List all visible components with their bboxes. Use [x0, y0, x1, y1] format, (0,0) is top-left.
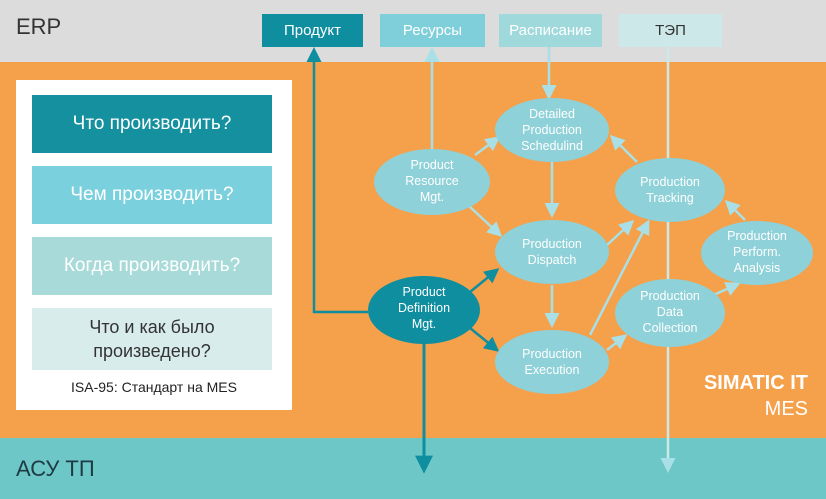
erp-box-tep: ТЭП [619, 14, 722, 47]
node-production-tracking: Production Tracking [615, 158, 725, 222]
question-when: Когда производить? [32, 237, 272, 295]
node-data-collection-line1: Production [640, 289, 700, 303]
node-data-collection-line3: Collection [643, 321, 698, 335]
node-performance-analysis-line2: Perform. [733, 245, 781, 259]
arrow-definition-to-dispatch [469, 268, 500, 293]
question-what-produced: Что и как было произведено? [32, 308, 272, 370]
arrow-tracking-to-scheduling [609, 134, 638, 163]
acs-band [0, 438, 826, 499]
arrow-definition-to-execution [469, 327, 500, 352]
node-production-tracking-line1: Production [640, 175, 700, 189]
node-performance-analysis-line3: Analysis [734, 261, 781, 275]
erp-box-resources: Ресурсы [380, 14, 485, 47]
node-production-dispatch: Production Dispatch [495, 220, 609, 284]
simatic-title: SIMATIC IT [703, 372, 808, 394]
question-with-what: Чем производить? [32, 166, 272, 224]
node-data-collection: Production Data Collection [615, 279, 725, 347]
erp-box-schedule: Расписание [499, 14, 602, 47]
node-production-dispatch-line2: Dispatch [528, 253, 577, 267]
erp-box-product: Продукт [262, 14, 363, 47]
arrow-execution-to-collection [606, 334, 628, 351]
arrow-resource-to-scheduling [474, 136, 501, 157]
node-performance-analysis: Production Perform. Analysis [701, 221, 813, 285]
node-production-tracking-line2: Tracking [646, 191, 694, 205]
node-detailed-scheduling-line2: Production [522, 123, 582, 137]
node-detailed-scheduling-line1: Detailed [529, 107, 575, 121]
node-product-definition: Product Definition Mgt. [368, 276, 480, 344]
node-product-resource-line2: Resource [405, 174, 459, 188]
isa-questions-panel: Что производить? Чем производить? Когда … [16, 80, 292, 410]
node-product-resource-line1: Product [410, 158, 454, 172]
node-production-dispatch-line1: Production [522, 237, 582, 251]
node-performance-analysis-line1: Production [727, 229, 787, 243]
path-product-definition-to-erp [306, 47, 368, 314]
arrow-execution-to-tracking [588, 219, 650, 336]
node-product-definition-line3: Mgt. [412, 317, 436, 331]
arrow-resource-to-dispatch [467, 204, 503, 238]
node-detailed-scheduling-line3: Schedulind [521, 139, 583, 153]
node-product-definition-line1: Product [402, 285, 446, 299]
node-detailed-scheduling: Detailed Production Schedulind [495, 98, 609, 162]
node-production-execution: Production Execution [495, 330, 609, 394]
node-product-resource-line3: Mgt. [420, 190, 444, 204]
isa-caption: ISA-95: Стандарт на MES [71, 379, 237, 395]
arrow-analysis-to-tracking [724, 199, 746, 221]
node-data-collection-line2: Data [657, 305, 683, 319]
arrow-dispatch-to-tracking [606, 219, 635, 246]
simatic-subtitle: MES [764, 398, 808, 420]
node-production-execution-line1: Production [522, 347, 582, 361]
node-product-resource: Product Resource Mgt. [374, 149, 490, 215]
node-product-definition-line2: Definition [398, 301, 450, 315]
acs-title: АСУ ТП [16, 456, 95, 481]
node-production-execution-line2: Execution [525, 363, 580, 377]
erp-title: ERP [16, 14, 62, 39]
question-what: Что производить? [32, 95, 272, 153]
